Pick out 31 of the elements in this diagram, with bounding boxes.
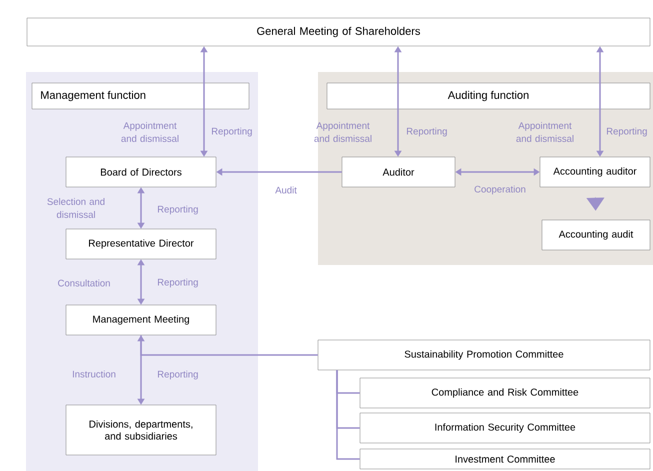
reporting-label: Reporting — [158, 206, 198, 214]
box: Accounting audit — [542, 220, 650, 250]
reporting-label: Reporting — [406, 128, 447, 136]
arrow — [586, 196, 604, 211]
reporting-label: Reporting — [158, 370, 198, 380]
edge-label: Audit — [275, 186, 297, 194]
connector-line — [140, 335, 318, 356]
edge-label: Consultation — [58, 280, 110, 286]
connector-line — [336, 370, 360, 460]
edge-label: Instruction — [72, 370, 116, 378]
box: Information Security Committee — [360, 412, 650, 444]
reporting-label: Reporting — [158, 278, 198, 288]
box: Representative Director — [66, 228, 216, 260]
reporting-label: Reporting — [606, 128, 647, 136]
edge-label: Appointment and dismissal — [516, 122, 574, 142]
edge-label: Appointment and dismissal — [314, 122, 372, 142]
box: Management Meeting — [66, 304, 216, 336]
heading-box: Management function — [32, 82, 250, 110]
box: General Meeting of Shareholders — [26, 18, 650, 46]
box: Auditor — [342, 156, 456, 188]
edge-label: Selection and dismissal — [47, 198, 104, 218]
edge-label: Cooperation — [474, 186, 526, 194]
box: Accounting auditor — [540, 156, 650, 188]
reporting-label: Reporting — [212, 128, 252, 136]
box: Sustainability Promotion Committee — [318, 340, 650, 370]
box: Investment Committee — [360, 448, 650, 470]
edge-label: Appointment and dismissal — [121, 122, 178, 142]
heading-box: Auditing function — [326, 82, 650, 110]
box: Compliance and Risk Committee — [360, 378, 650, 408]
box: Divisions, departments, and subsidiaries — [66, 404, 216, 456]
box: Board of Directors — [66, 156, 216, 188]
